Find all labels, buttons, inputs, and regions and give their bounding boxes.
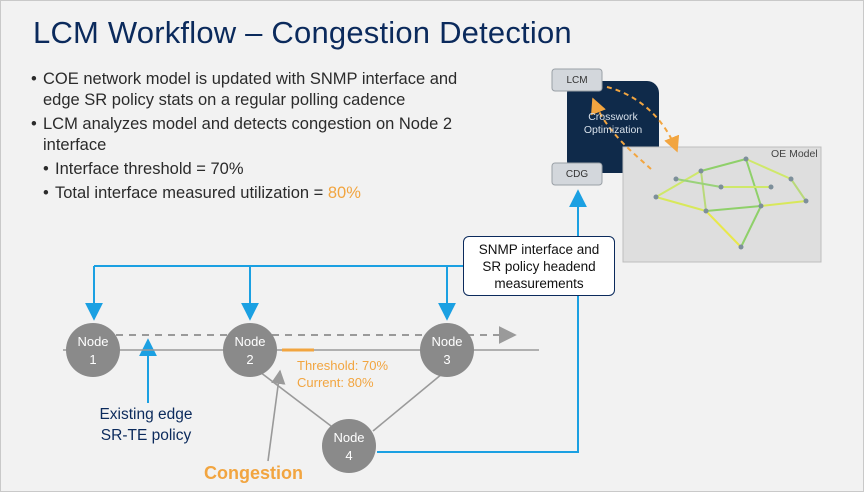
node-3-label: Node 3	[419, 333, 475, 369]
threshold-readout: Threshold: 70% Current: 80%	[297, 357, 388, 391]
crosswork-label: Crosswork Optimization	[567, 111, 659, 137]
lcm-box	[551, 68, 603, 92]
utilization-value: 80%	[327, 184, 361, 202]
oe-model-label: OE Model	[771, 148, 818, 160]
feedback-loop-arrow	[591, 97, 652, 170]
utilization-prefix: Total interface measured utilization =	[55, 184, 328, 202]
sub-bullet-utilization: Total interface measured utilization = 8…	[43, 183, 461, 204]
crosswork-label-line1: Crosswork	[588, 111, 638, 123]
cdg-label: CDG	[565, 168, 589, 180]
cdg-box	[551, 162, 603, 186]
oe-model-nodes	[653, 156, 809, 250]
node-4-name: Node	[333, 430, 365, 445]
node-3	[420, 323, 474, 377]
topology-nodes	[66, 323, 474, 473]
sub-bullet-threshold: Interface threshold = 70%	[43, 159, 461, 180]
slide-title: LCM Workflow – Congestion Detection	[33, 15, 572, 50]
node-2-number: 2	[246, 352, 254, 367]
bullet-lcm-analysis: LCM analyzes model and detects congestio…	[31, 114, 461, 156]
oe-model-panel	[622, 146, 822, 263]
node-2-label: Node 2	[222, 333, 278, 369]
node-4-number: 4	[345, 448, 353, 463]
node-2-name: Node	[234, 334, 266, 349]
congestion-label: Congestion	[204, 463, 303, 483]
current-text: Current: 80%	[297, 375, 374, 390]
lcm-label: LCM	[566, 74, 588, 86]
node-4	[322, 419, 376, 473]
node-1-label: Node 1	[65, 333, 121, 369]
node-3-number: 3	[443, 352, 451, 367]
policy-label-line2: SR-TE policy	[100, 427, 192, 444]
sr-te-policy-label: Existing edge SR-TE policy	[71, 404, 221, 446]
node-1-name: Node	[77, 334, 109, 349]
node-2	[223, 323, 277, 377]
bullet-list: COE network model is updated with SNMP i…	[31, 69, 461, 207]
node-3-name: Node	[431, 334, 463, 349]
node-1	[66, 323, 120, 377]
policy-label-line1: Existing edge	[99, 406, 193, 423]
measurements-callout: SNMP interface and SR policy headend mea…	[463, 236, 615, 296]
threshold-text: Threshold: 70%	[297, 358, 389, 373]
bullet-model-update: COE network model is updated with SNMP i…	[31, 69, 461, 111]
crosswork-label-line2: Optimization	[583, 124, 643, 136]
node-1-number: 1	[89, 352, 97, 367]
optimization-loop-arrow	[606, 86, 680, 153]
congestion-pointer	[267, 369, 286, 462]
oe-model-topology	[655, 158, 807, 248]
node-4-label: Node 4	[321, 429, 377, 465]
